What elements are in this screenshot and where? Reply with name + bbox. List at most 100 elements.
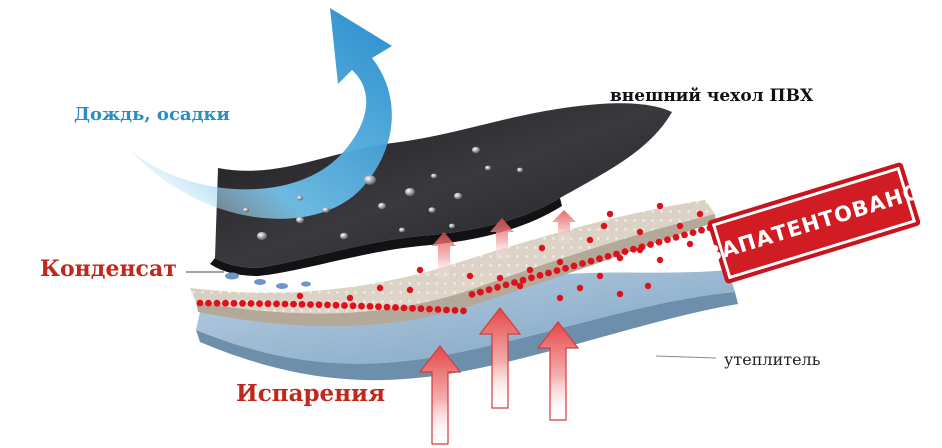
condensate-drop-icon — [281, 300, 289, 308]
condensate-drop-icon — [264, 300, 272, 308]
outer-cover-label: внешний чехол ПВХ — [610, 86, 814, 106]
condensate-drop-icon — [205, 299, 212, 307]
condensate-drop-icon — [545, 269, 552, 277]
condensate-drop-icon — [596, 272, 604, 280]
condensate-drop-icon — [636, 228, 644, 236]
condensate-drop-icon — [196, 299, 204, 307]
condensate-drop-icon — [689, 229, 697, 237]
evaporation-label: Испарения — [236, 380, 386, 407]
insulation-layer — [196, 270, 738, 381]
condensate-drop-icon — [538, 244, 546, 252]
condensate-drop-icon — [698, 226, 705, 234]
water-drop-icon — [243, 207, 249, 213]
condensate-drop-icon — [647, 241, 654, 248]
condensate-drop-icon — [576, 284, 584, 292]
condensate-drop-icon — [273, 300, 280, 308]
condensate-drop-icon — [516, 282, 524, 290]
condensate-drop-icon — [556, 258, 564, 266]
condensate-drop-icon — [406, 286, 414, 294]
condensate-drop-icon — [570, 262, 578, 270]
condensate-drop-icon — [400, 304, 408, 312]
evaporation-arrow-icon — [432, 232, 456, 280]
condensate-drop-icon — [230, 299, 238, 307]
condensate-drop-icon — [587, 257, 595, 265]
water-drop-icon — [428, 207, 436, 213]
condensate-drop-icon — [528, 274, 535, 282]
evaporation-arrow-icon — [478, 307, 522, 409]
condensate-drop-icon — [511, 279, 518, 286]
water-drop-icon — [431, 173, 437, 179]
water-drop-icon — [257, 232, 267, 240]
condensate-drop-icon — [494, 283, 501, 291]
condensate-drop-icon — [604, 253, 612, 260]
condensate-drop-icon — [496, 274, 504, 282]
condensate-drop-icon — [307, 301, 314, 308]
condensate-drop-icon — [324, 301, 331, 309]
condensate-drop-icon — [332, 301, 340, 309]
evaporation-arrow-icon — [536, 321, 580, 421]
condensate-drop-icon — [409, 304, 416, 312]
condensate-drop-icon — [630, 245, 637, 253]
condensate-drop-icon — [383, 303, 391, 311]
condensate-drop-icon — [341, 302, 348, 309]
condensate-drop-icon — [636, 246, 644, 254]
condensate-drop-icon — [451, 307, 459, 314]
water-drop-icon — [405, 188, 415, 196]
insulation-leader-line — [655, 355, 717, 359]
rain-label: Дождь, осадки — [74, 104, 230, 125]
condensate-drop-icon — [366, 303, 374, 310]
condensate-drop-icon — [315, 301, 323, 309]
condensate-drop-icon — [600, 222, 608, 230]
condensate-drop-icon — [672, 233, 680, 241]
condensate-drop-icon — [536, 272, 544, 279]
outer-pvc-cover-layer — [210, 103, 672, 276]
evaporation-arrow-icon — [418, 345, 462, 445]
condensate-drop-icon — [256, 300, 263, 307]
water-drop-icon — [517, 167, 523, 173]
condensate-drop-icon — [468, 291, 476, 298]
condensate-drop-icon — [485, 286, 493, 294]
condensate-drop-icon — [213, 299, 221, 307]
condensate-drop-icon — [616, 254, 624, 262]
water-drop-icon — [322, 207, 330, 213]
evaporation-arrow-icon — [490, 218, 514, 262]
condensate-drop-icon — [664, 236, 671, 244]
water-drop-icon — [340, 232, 348, 240]
condensate-drop-icon — [596, 255, 603, 263]
condensate-drop-icon — [476, 288, 484, 296]
condensate-drop-icon — [696, 210, 704, 218]
condensate-drops — [196, 202, 714, 315]
condensate-drop-icon — [579, 260, 586, 267]
condensate-drop-icon — [349, 302, 357, 310]
condensate-drop-icon — [434, 306, 442, 313]
water-drop-icon — [364, 175, 376, 185]
condensate-drop-icon — [656, 256, 664, 264]
evaporation-arrow-icon — [552, 210, 576, 244]
condensate-drop-icon — [460, 307, 467, 315]
membrane-layer — [190, 200, 716, 327]
water-drop-icon — [449, 223, 455, 229]
condensate-drop-icon — [686, 240, 694, 248]
condensate-drop-icon — [247, 300, 255, 307]
condensate-drop-icon — [676, 222, 684, 230]
condensate-drop-icon — [443, 306, 450, 314]
water-drop-icon — [378, 202, 386, 210]
water-drop-icon — [454, 192, 462, 200]
condensate-drop-icon — [417, 305, 425, 313]
water-drop-icon — [297, 195, 303, 201]
condensate-drop-icon — [358, 302, 365, 310]
condensate-drop-icon — [298, 300, 306, 308]
condensate-drop-icon — [556, 294, 564, 302]
condensate-drop-icon — [502, 281, 510, 289]
condensate-drop-icon — [606, 210, 614, 218]
condensate-drop-icon — [553, 267, 561, 274]
condensate-drop-icon — [290, 300, 297, 308]
condensate-drop-icon — [655, 238, 663, 246]
condensate-drop-icon — [562, 264, 569, 272]
condensate-drop-icon — [222, 299, 229, 307]
condensate-drop-icon — [644, 282, 652, 290]
condensate-drop-icon — [296, 292, 304, 300]
condensate-drop-icon — [426, 305, 433, 313]
condensate-drop-icon — [392, 304, 399, 311]
